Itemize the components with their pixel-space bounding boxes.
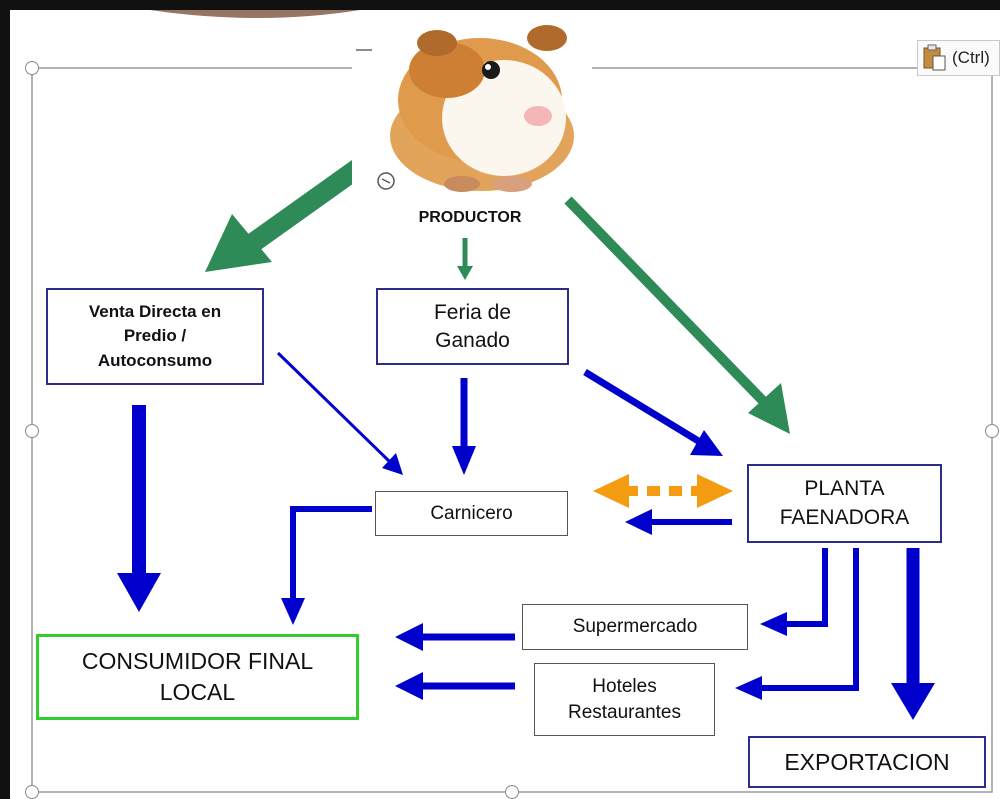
guinea-pig-image [352, 18, 592, 193]
blue-arrows [117, 351, 935, 720]
arrowhead-butcher-consumer [281, 598, 305, 625]
resize-handle-bottom-middle[interactable] [505, 785, 519, 799]
arrowhead-plant-supermarket [760, 612, 787, 636]
cropped-image-strip [150, 10, 360, 18]
arrow-butcher-to-consumer [290, 506, 372, 600]
arrow-plant-to-supermarket [785, 548, 828, 627]
hotels-restaurants-box[interactable]: Hoteles Restaurantes [534, 663, 715, 736]
arrowhead-plant [748, 383, 790, 434]
butcher-box[interactable]: Carnicero [375, 491, 568, 536]
clipboard-icon [923, 44, 946, 71]
arrowhead-fair [457, 266, 473, 280]
paste-options-label: (Ctrl) [952, 48, 990, 67]
resize-handle-left-middle[interactable] [25, 424, 39, 438]
arrow-producer-to-plant [564, 196, 770, 408]
orange-arrowhead-right [697, 474, 733, 508]
livestock-fair-box[interactable]: Feria de Ganado [376, 288, 569, 365]
direct-sale-box[interactable]: Venta Directa en Predio / Autoconsumo [46, 288, 264, 385]
paste-options-button[interactable]: (Ctrl) [917, 40, 1000, 76]
resize-handle-bottom-left[interactable] [25, 785, 39, 799]
resize-handle-right-middle[interactable] [985, 424, 999, 438]
arrowhead-fair-plant [690, 430, 723, 456]
selection-frame-left [0, 0, 10, 799]
orange-bidirectional-arrow [593, 474, 733, 508]
arrow-direct-to-butcher [276, 351, 392, 464]
arrowhead-hotels-consumer [395, 672, 423, 700]
arrowhead-plant-butcher [625, 509, 652, 535]
arrowhead-direct-consumer [117, 573, 161, 612]
green-arrows [205, 149, 790, 434]
arrowhead-supermarket-consumer [395, 623, 423, 651]
slaughter-plant-box[interactable]: PLANTA FAENADORA [747, 464, 942, 543]
arrowhead-plant-hotels [735, 676, 762, 700]
final-consumer-box[interactable]: CONSUMIDOR FINAL LOCAL [36, 634, 359, 720]
supermarket-box[interactable]: Supermercado [522, 604, 748, 650]
producer-label: PRODUCTOR [418, 209, 522, 226]
arrowhead-fair-butcher [452, 446, 476, 475]
arrowhead-plant-export [891, 683, 935, 720]
arrow-plant-to-hotels [760, 548, 859, 691]
arrowhead-direct-butcher [382, 453, 403, 475]
orange-arrowhead-left [593, 474, 629, 508]
arrowhead-direct-sale [205, 214, 272, 272]
selection-frame-top [0, 0, 1000, 10]
export-box[interactable]: EXPORTACION [748, 736, 986, 788]
arrow-fair-to-plant [583, 369, 702, 445]
resize-handle-top-left[interactable] [25, 61, 39, 75]
arrow-producer-to-direct-sale [244, 149, 378, 254]
